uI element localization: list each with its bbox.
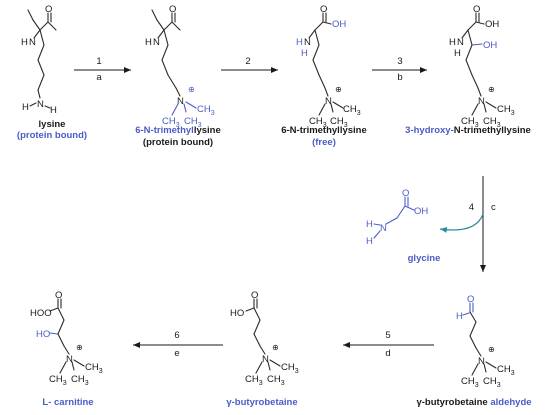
aldehyde-methyl-2: CH3: [483, 376, 501, 389]
hydroxy-methyl-1: CH3: [461, 116, 479, 129]
carnitine-charge: ⊕: [76, 343, 83, 352]
carnitine-n: N: [66, 354, 73, 365]
carnitine-carbonyl-o: O: [55, 290, 62, 301]
tml-bound-sublabel: (protein bound): [143, 137, 213, 148]
lysine-sublabel: (protein bound): [17, 130, 87, 141]
tml-bound-charge: ⊕: [188, 85, 195, 94]
hydroxy-n: N: [478, 96, 485, 107]
aldehyde-methyl-1: CH3: [461, 376, 479, 389]
tml-bound-alpha-n: N: [153, 37, 160, 48]
tml-free-methyl-1: CH3: [309, 116, 327, 129]
glycine-o: O: [402, 188, 409, 199]
tml-free-alpha-n: N: [304, 37, 311, 48]
carnitine-methyl-2: CH3: [71, 374, 89, 387]
aldehyde-charge: ⊕: [488, 345, 495, 354]
tml-bound-methyl-3: CH3: [197, 104, 215, 117]
step-4-letter: c: [491, 202, 496, 213]
hydroxy-alpha-h: H: [449, 37, 456, 48]
step-1-number: 1: [96, 56, 101, 67]
tml-free-alpha-h: H: [296, 37, 303, 48]
tml-bound-methyl-1: CH3: [162, 116, 180, 129]
gbb-n: N: [262, 354, 269, 365]
tml-free-structure: O OH H N H N ⊕ CH3 CH3 CH3: [296, 4, 361, 129]
step-3-letter: b: [397, 72, 402, 83]
lysine-carbonyl-o: O: [45, 4, 52, 15]
tml-bound-n: N: [177, 96, 184, 107]
step-4-number: 4: [469, 202, 474, 213]
lysine-epsilon-h1: H: [22, 102, 29, 113]
hydroxy-amine-h: H: [454, 48, 461, 59]
hydroxy-charge: ⊕: [488, 85, 495, 94]
glycine-label: glycine: [408, 253, 441, 264]
carnitine-methyl-3: CH3: [85, 362, 103, 375]
carnitine-label: L- carnitine: [42, 397, 93, 408]
step-1-letter: a: [96, 72, 102, 83]
tml-free-amine-h: H: [301, 48, 308, 59]
tml-bound-methyl-2: CH3: [184, 116, 202, 129]
gbb-ho: HO: [230, 308, 244, 319]
tml-bound-structure: O H N N ⊕ CH3 CH3 CH3: [145, 4, 215, 129]
tml-free-methyl-3: CH3: [343, 104, 361, 117]
tml-free-methyl-2: CH3: [330, 116, 348, 129]
lysine-structure: O H N N H H: [21, 4, 57, 116]
hydroxy-carboxyl-oh: OH: [485, 19, 499, 30]
aldehyde-n: N: [478, 356, 485, 367]
tml-free-n: N: [325, 96, 332, 107]
carnitine-structure: O HOO HO N ⊕ CH3 CH3 CH3: [30, 290, 103, 387]
gbb-label: γ-butyrobetaine: [226, 397, 297, 408]
step-6-number: 6: [174, 330, 179, 341]
glycine-oh: OH: [414, 206, 428, 217]
tml-free-label: 6-N-trimethyllysine: [281, 125, 367, 136]
step-6-letter: e: [174, 348, 179, 359]
gbb-methyl-1: CH3: [245, 374, 263, 387]
gbb-carbonyl-o: O: [251, 290, 258, 301]
carnitine-carboxyl-ho: HOO: [30, 308, 52, 319]
glycine-structure: O OH N H H: [366, 188, 428, 247]
lysine-epsilon-h2: H: [50, 105, 57, 116]
gbb-structure: O HO N ⊕ CH3 CH3 CH3: [230, 290, 299, 387]
aldehyde-label: γ-butyrobetaine aldehyde: [416, 397, 531, 408]
tml-free-charge: ⊕: [335, 85, 342, 94]
tml-free-carbonyl-o: O: [320, 4, 327, 15]
glycine-h2: H: [366, 236, 373, 247]
tml-free-sublabel: (free): [312, 137, 336, 148]
aldehyde-h: H: [456, 311, 463, 322]
step-5-letter: d: [385, 348, 390, 359]
aldehyde-structure: O H N ⊕ CH3 CH3 CH3: [456, 294, 515, 389]
tml-bound-label: 6-N-trimethyllysine: [135, 125, 221, 136]
aldehyde-o: O: [467, 294, 474, 305]
step-5-number: 5: [385, 330, 390, 341]
gbb-methyl-3: CH3: [281, 362, 299, 375]
gbb-charge: ⊕: [272, 343, 279, 352]
hydroxy-methyl-2: CH3: [483, 116, 501, 129]
lysine-alpha-h: H: [21, 37, 28, 48]
hydroxy-oh-group: OH: [483, 40, 497, 51]
carnitine-methyl-1: CH3: [49, 374, 67, 387]
glycine-h1: H: [366, 219, 373, 230]
step-3-number: 3: [397, 56, 402, 67]
lysine-label: lysine: [39, 119, 66, 130]
aldehyde-methyl-3: CH3: [497, 364, 515, 377]
lysine-alpha-n: N: [29, 37, 36, 48]
carnitine-ho-group: HO: [36, 329, 50, 340]
hydroxy-alpha-n: N: [457, 37, 464, 48]
gbb-methyl-2: CH3: [267, 374, 285, 387]
hydroxy-tml-structure: O OH H N H OH N ⊕ CH3 CH3 CH3: [449, 4, 515, 129]
tml-free-carboxyl-oh: OH: [332, 19, 346, 30]
tml-bound-carbonyl-o: O: [169, 4, 176, 15]
lysine-epsilon-n: N: [37, 99, 44, 110]
hydroxy-carbonyl-o: O: [473, 4, 480, 15]
hydroxy-methyl-3: CH3: [497, 104, 515, 117]
step-2-number: 2: [245, 56, 250, 67]
glycine-release-arrow: [439, 213, 484, 233]
tml-bound-alpha-h: H: [145, 37, 152, 48]
glycine-n: N: [380, 223, 387, 234]
hydroxy-tml-label: 3-hydroxy-N-trimethyllysine: [405, 125, 531, 136]
